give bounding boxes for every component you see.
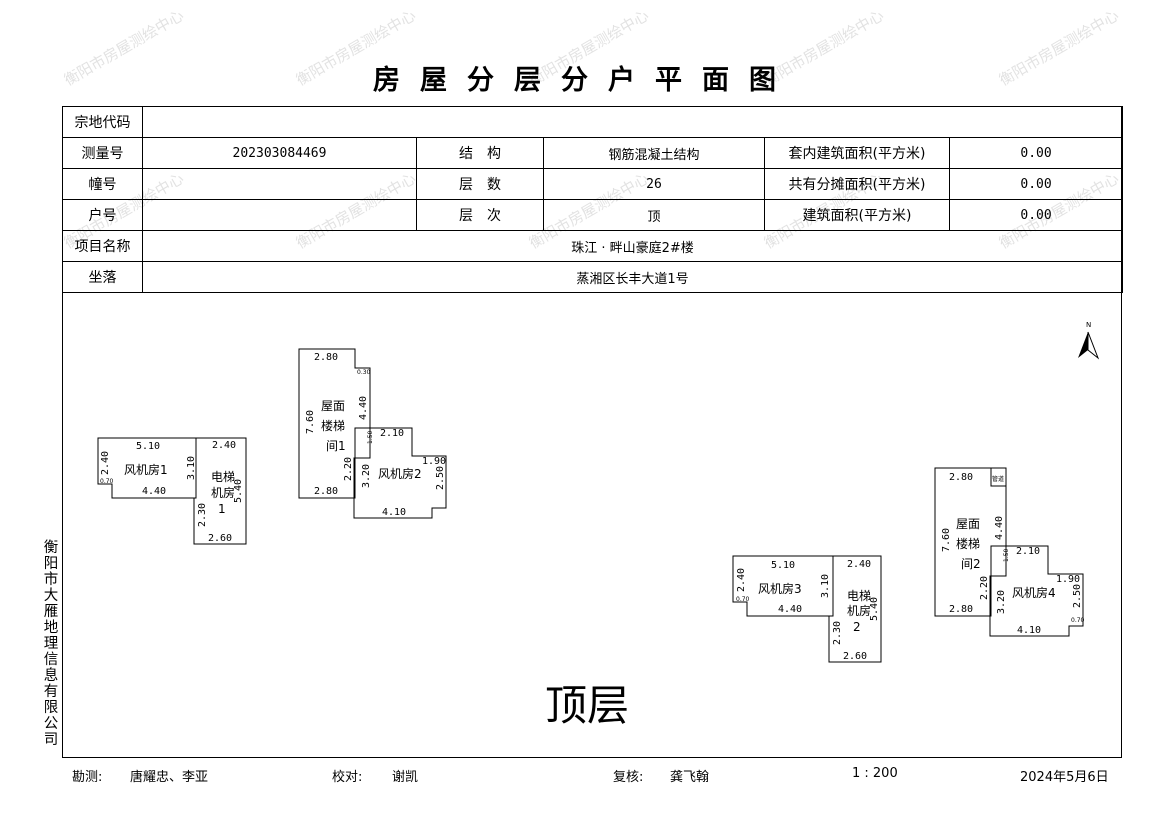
project-value: 珠江 · 畔山豪庭2#楼 [141, 230, 1124, 262]
stair-room-2-label-line3: 间2 [961, 557, 981, 571]
dim-label: 3.10 [186, 456, 197, 480]
north-arrow-icon: N [1078, 321, 1100, 360]
dim-label: 2.50 [435, 466, 446, 490]
dim-label: 2.20 [343, 457, 354, 481]
floor-caption: 顶层 [545, 681, 630, 730]
dim-label: 2.10 [380, 428, 404, 439]
shared-area-value: 0.00 [948, 168, 1124, 200]
dim-label: 3.10 [820, 574, 831, 598]
unit-label: 户号 [62, 199, 143, 231]
dim-label: 2.40 [847, 559, 871, 570]
fan-room-2-label: 风机房2 [378, 466, 422, 481]
dim-label: 5.40 [869, 597, 880, 621]
building-label: 幢号 [62, 168, 143, 200]
dim-label: 4.40 [358, 396, 369, 420]
dim-label: 2.40 [212, 440, 236, 451]
dim-label: 4.40 [142, 486, 166, 497]
table-row: 户号 层 次 顶 建筑面积(平方米) 0.00 [62, 199, 1124, 231]
elevator-room-1-label-line2: 机房 [211, 485, 235, 500]
dim-label: 3.20 [996, 590, 1007, 614]
dim-label: 2.50 [1072, 584, 1083, 608]
scale-text: 1 : 200 [852, 766, 898, 781]
location-label: 坐落 [62, 261, 143, 293]
fan-room-1-label: 风机房1 [124, 462, 168, 477]
structure-label: 结 构 [416, 137, 544, 169]
checker-name: 谢凯 [392, 770, 419, 785]
dim-label: 7.60 [305, 410, 316, 434]
dim-label: 5.10 [771, 560, 795, 571]
dim-label: 5.10 [136, 441, 160, 452]
dim-label: 2.20 [979, 576, 990, 600]
elevator-room-2-label-line2: 机房 [847, 603, 871, 618]
surveyor-names: 唐耀忠、李亚 [130, 770, 209, 785]
dim-label: 2.80 [314, 352, 338, 363]
shared-area-label: 共有分摊面积(平方米) [764, 168, 950, 200]
survey-number-label: 测量号 [62, 137, 143, 169]
dim-label: 2.80 [314, 486, 338, 497]
dim-label: 0.30 [357, 369, 371, 376]
dim-label: 4.40 [994, 516, 1005, 540]
floors-value: 26 [543, 168, 765, 200]
fan-room-2-outline [353, 427, 447, 519]
dim-label: 2.30 [832, 621, 843, 645]
dim-label: 4.10 [382, 507, 406, 518]
reviewer-name: 龚飞翰 [670, 770, 710, 785]
dim-label: 2.40 [736, 568, 747, 592]
dim-label: 5.40 [233, 479, 244, 503]
project-label: 项目名称 [62, 230, 143, 262]
page-title: 房屋分层分户平面图 [373, 65, 796, 96]
building-value [142, 168, 417, 200]
north-label: N [1086, 321, 1091, 329]
stair-room-1-label-line2: 楼梯 [321, 418, 345, 433]
elevator-room-1-label-line3: 1 [218, 502, 226, 516]
date-text: 2024年5月6日 [1020, 770, 1109, 785]
dim-label: 1.90 [1056, 574, 1080, 585]
fan-room-3-label: 风机房3 [758, 581, 802, 596]
dim-label: 0.70 [100, 478, 114, 485]
checker-label: 校对: [332, 770, 363, 785]
table-row: 坐落 蒸湘区长丰大道1号 [62, 261, 1124, 293]
elevator-room-2-label-line3: 2 [853, 620, 861, 634]
dim-label: 1.50 [1003, 548, 1010, 562]
dim-label: 2.10 [1016, 546, 1040, 557]
dim-label: 0.70 [1071, 617, 1085, 624]
company-name: 衡阳市大雁地理信息有限公司 [43, 540, 59, 748]
elevator-room-1-outline [193, 437, 247, 545]
dim-label: 2.30 [197, 503, 208, 527]
fan-room-4-outline [989, 545, 1084, 637]
dim-label: 4.10 [1017, 625, 1041, 636]
inner-area-label: 套内建筑面积(平方米) [764, 137, 950, 169]
stair-room-1-label-line3: 间1 [326, 439, 346, 453]
pipe-shaft-outline [990, 467, 1007, 487]
pipe-shaft-label: 管道 [992, 475, 1004, 483]
dim-label: 2.80 [949, 604, 973, 615]
location-value: 蒸湘区长丰大道1号 [141, 261, 1124, 293]
dim-label: 7.60 [941, 528, 952, 552]
reviewer-label: 复核: [613, 770, 644, 785]
dim-label: 2.40 [100, 451, 111, 475]
dim-label: 2.60 [843, 651, 867, 662]
table-row: 幢号 层 数 26 共有分摊面积(平方米) 0.00 [62, 168, 1124, 200]
table-row: 项目名称 珠江 · 畔山豪庭2#楼 [62, 230, 1124, 262]
elevator-room-1-label-line1: 电梯 [211, 470, 235, 484]
dim-label: 4.40 [778, 604, 802, 615]
table-row: 测量号 202303084469 结 构 钢筋混凝土结构 套内建筑面积(平方米)… [62, 137, 1124, 169]
dim-label: 2.80 [949, 472, 973, 483]
stair-room-2-label-line2: 楼梯 [956, 536, 980, 551]
stair-room-1-label-line1: 屋面 [321, 399, 345, 413]
elevator-room-2-outline [828, 555, 882, 663]
dim-label: 3.20 [361, 464, 372, 488]
build-area-value: 0.00 [948, 199, 1124, 231]
fan-room-4-label: 风机房4 [1012, 585, 1056, 600]
surveyor-label: 勘测: [72, 770, 103, 785]
elevator-room-2-label-line1: 电梯 [847, 589, 871, 603]
info-table: 宗地代码 测量号 202303084469 结 构 钢筋混凝土结构 套内建筑面积… [62, 106, 1124, 293]
dim-label: 1.90 [422, 456, 446, 467]
inner-area-value: 0.00 [948, 137, 1124, 169]
stair-room-2-label-line1: 屋面 [956, 517, 980, 531]
dim-label: 2.60 [208, 533, 232, 544]
dim-label: 0.70 [736, 596, 750, 603]
dim-label: 1.50 [367, 430, 374, 444]
